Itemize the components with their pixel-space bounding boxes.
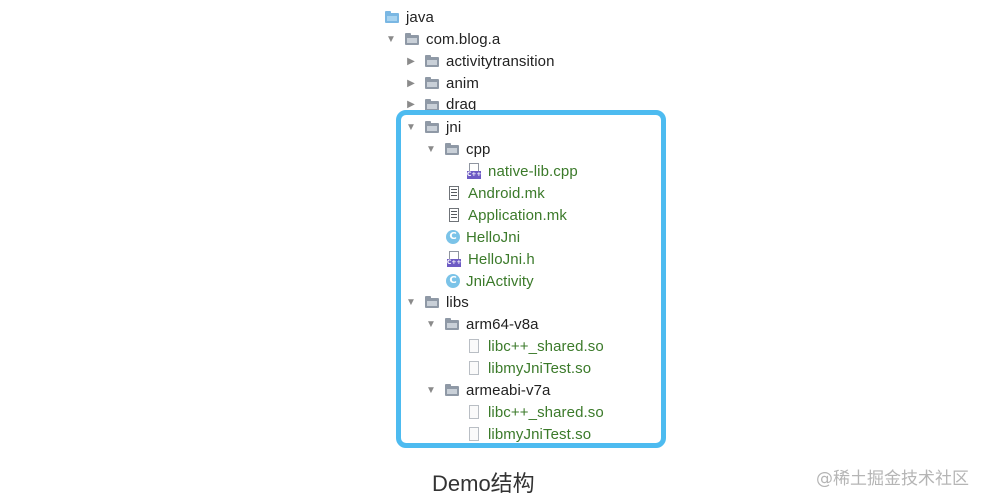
watermark: @稀土掘金技术社区 <box>816 469 969 489</box>
collapsed-arrow-icon[interactable]: ▶ <box>407 98 415 110</box>
tree-item-hellojni[interactable]: C HelloJni <box>446 227 520 247</box>
tree-item-anim[interactable]: ▶ anim <box>404 73 479 93</box>
tree-item-arm64-libmyjnitest[interactable]: libmyJniTest.so <box>466 358 591 378</box>
tree-item-label: libs <box>446 293 469 311</box>
tree-item-jni[interactable]: ▼ jni <box>404 117 461 137</box>
expanded-arrow-icon[interactable]: ▼ <box>406 121 416 133</box>
tree-item-libs[interactable]: ▼ libs <box>404 292 469 312</box>
tree-item-hellojni-h[interactable]: C++ HelloJni.h <box>446 249 535 269</box>
expanded-arrow-icon[interactable]: ▼ <box>426 384 436 396</box>
tree-item-arm64-v8a[interactable]: ▼ arm64-v8a <box>424 314 539 334</box>
tree-item-label: anim <box>446 74 479 92</box>
package-folder-icon <box>444 141 460 157</box>
folder-icon <box>424 294 440 310</box>
tree-item-java[interactable]: java <box>384 7 434 27</box>
file-icon <box>466 338 482 354</box>
tree-item-android-mk[interactable]: Android.mk <box>446 183 545 203</box>
tree-item-label: libc++_shared.so <box>488 337 604 355</box>
tree-item-label: HelloJni <box>466 228 521 246</box>
source-folder-icon <box>384 9 400 25</box>
tree-item-native-lib-cpp[interactable]: C++ native-lib.cpp <box>466 161 578 181</box>
folder-icon <box>444 316 460 332</box>
text-file-icon <box>446 185 462 201</box>
tree-item-com-blog-a[interactable]: ▼ com.blog.a <box>384 29 500 49</box>
tree-item-label: native-lib.cpp <box>488 162 578 180</box>
collapsed-arrow-icon[interactable]: ▶ <box>407 55 415 67</box>
cpp-file-icon: C++ <box>466 163 482 179</box>
package-folder-icon <box>424 75 440 91</box>
tree-item-label: com.blog.a <box>426 30 501 48</box>
package-folder-icon <box>424 119 440 135</box>
tree-item-label: cpp <box>466 140 491 158</box>
header-file-icon: C++ <box>446 251 462 267</box>
tree-item-armeabi-libc-shared[interactable]: libc++_shared.so <box>466 402 611 422</box>
class-icon: C <box>446 274 460 288</box>
collapsed-arrow-icon[interactable]: ▶ <box>407 77 415 89</box>
tree-item-armeabi-libmyjnitest[interactable]: libmyJniTest.so <box>466 424 591 444</box>
tree-item-application-mk[interactable]: Application.mk <box>446 205 567 225</box>
tree-item-label: libmyJniTest.so <box>488 359 592 377</box>
expanded-arrow-icon[interactable]: ▼ <box>386 33 396 45</box>
tree-item-jniactivity[interactable]: C JniActivity <box>446 271 534 291</box>
tree-item-label: drag <box>446 96 477 111</box>
folder-icon <box>444 382 460 398</box>
tree-item-arm64-libc-shared[interactable]: libc++_shared.so <box>466 336 611 356</box>
tree-item-label: armeabi-v7a <box>466 381 551 399</box>
highlight-box <box>396 110 666 448</box>
figure-caption: Demo结构 <box>432 471 535 496</box>
package-folder-icon <box>424 97 440 111</box>
package-folder-icon <box>404 31 420 47</box>
package-folder-icon <box>424 53 440 69</box>
tree-item-armeabi-v7a[interactable]: ▼ armeabi-v7a <box>424 380 550 400</box>
tree-item-label: java <box>406 8 434 26</box>
expanded-arrow-icon[interactable]: ▼ <box>406 296 416 308</box>
tree-item-label: libmyJniTest.so <box>488 425 592 443</box>
tree-item-cpp[interactable]: ▼ cpp <box>424 139 491 159</box>
project-tree: java ▼ com.blog.a ▶ activitytransition ▶… <box>384 7 611 444</box>
file-icon <box>466 426 482 442</box>
expanded-arrow-icon[interactable]: ▼ <box>426 318 436 330</box>
tree-item-label: Application.mk <box>468 206 567 224</box>
tree-item-label: arm64-v8a <box>466 315 539 333</box>
tree-item-label: JniActivity <box>466 272 534 290</box>
tree-item-activitytransition[interactable]: ▶ activitytransition <box>404 51 555 71</box>
expanded-arrow-icon[interactable]: ▼ <box>426 143 436 155</box>
tree-item-label: jni <box>446 118 462 136</box>
tree-item-label: activitytransition <box>446 52 555 70</box>
tree-item-drag[interactable]: ▶ drag <box>404 95 476 111</box>
tree-item-label: Android.mk <box>468 184 545 202</box>
file-icon <box>466 404 482 420</box>
tree-item-label: libc++_shared.so <box>488 403 604 421</box>
text-file-icon <box>446 207 462 223</box>
tree-item-label: HelloJni.h <box>468 250 535 268</box>
class-icon: C <box>446 230 460 244</box>
file-icon <box>466 360 482 376</box>
